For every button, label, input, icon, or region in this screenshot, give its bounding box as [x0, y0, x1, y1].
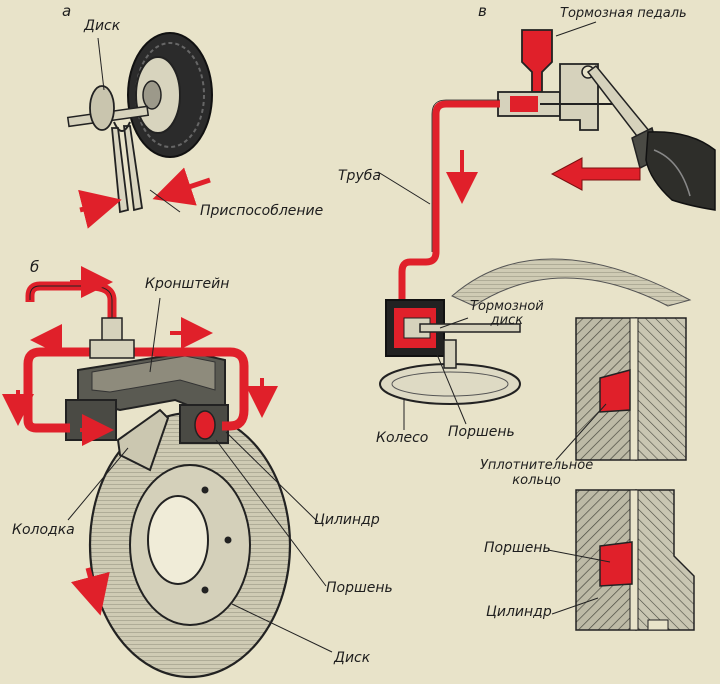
label-seal-line2: кольцо: [512, 473, 561, 488]
panel-b: [2, 266, 333, 679]
panel-a: [66, 32, 213, 229]
label-brake-disk-v: Тормозной диск: [470, 300, 544, 328]
reservoir: [521, 29, 553, 93]
arrow-b-6: [71, 567, 110, 616]
arrow-a-left: [78, 189, 122, 229]
label-cylinder-b: Цилиндр: [314, 512, 380, 528]
label-piston-b: Поршень: [326, 580, 393, 596]
brake-pad: [116, 408, 170, 472]
seal-detail-top: [575, 317, 687, 461]
label-pad: Колодка: [12, 522, 75, 538]
label-cylinder-v: Цилиндр: [486, 604, 552, 620]
label-disk-b: Диск: [334, 650, 371, 666]
seal-ring: [599, 369, 631, 413]
label-disk-a: Диск: [84, 18, 121, 34]
label-device: Приспособление: [200, 203, 324, 219]
label-pedal: Тормозная педаль: [560, 6, 687, 21]
panel-v-letter: в: [478, 2, 487, 20]
rotation-arc: [451, 258, 692, 307]
label-piston-v: Поршень: [448, 424, 515, 440]
push-arrow: [550, 157, 641, 191]
brake-pipe: [398, 100, 500, 300]
piston-b: [194, 410, 216, 440]
brake-disk-v: [419, 323, 521, 333]
shoe: [645, 131, 716, 211]
label-seal: Уплотнительное кольцо: [480, 458, 593, 488]
arrow-a-right: [152, 167, 211, 206]
label-wheel: Колесо: [376, 430, 429, 446]
panel-a-letter: а: [62, 2, 72, 20]
piston-seal: [599, 541, 633, 587]
label-seal-line1: Уплотнительное: [480, 458, 594, 473]
label-brake-disk-line2: диск: [490, 313, 524, 328]
label-brake-disk-line1: Тормозной: [470, 299, 544, 314]
label-piston-v2: Поршень: [484, 540, 551, 556]
device-tool: [111, 125, 144, 214]
label-bracket: Кронштейн: [145, 276, 230, 292]
seal-detail-bottom: [575, 489, 695, 631]
panel-v: [377, 21, 716, 631]
disk-a: [89, 85, 115, 131]
label-pipe: Труба: [338, 168, 381, 184]
wheel-v: [379, 363, 521, 405]
panel-b-letter: б: [30, 258, 40, 276]
pedal-bracket: [559, 63, 599, 131]
